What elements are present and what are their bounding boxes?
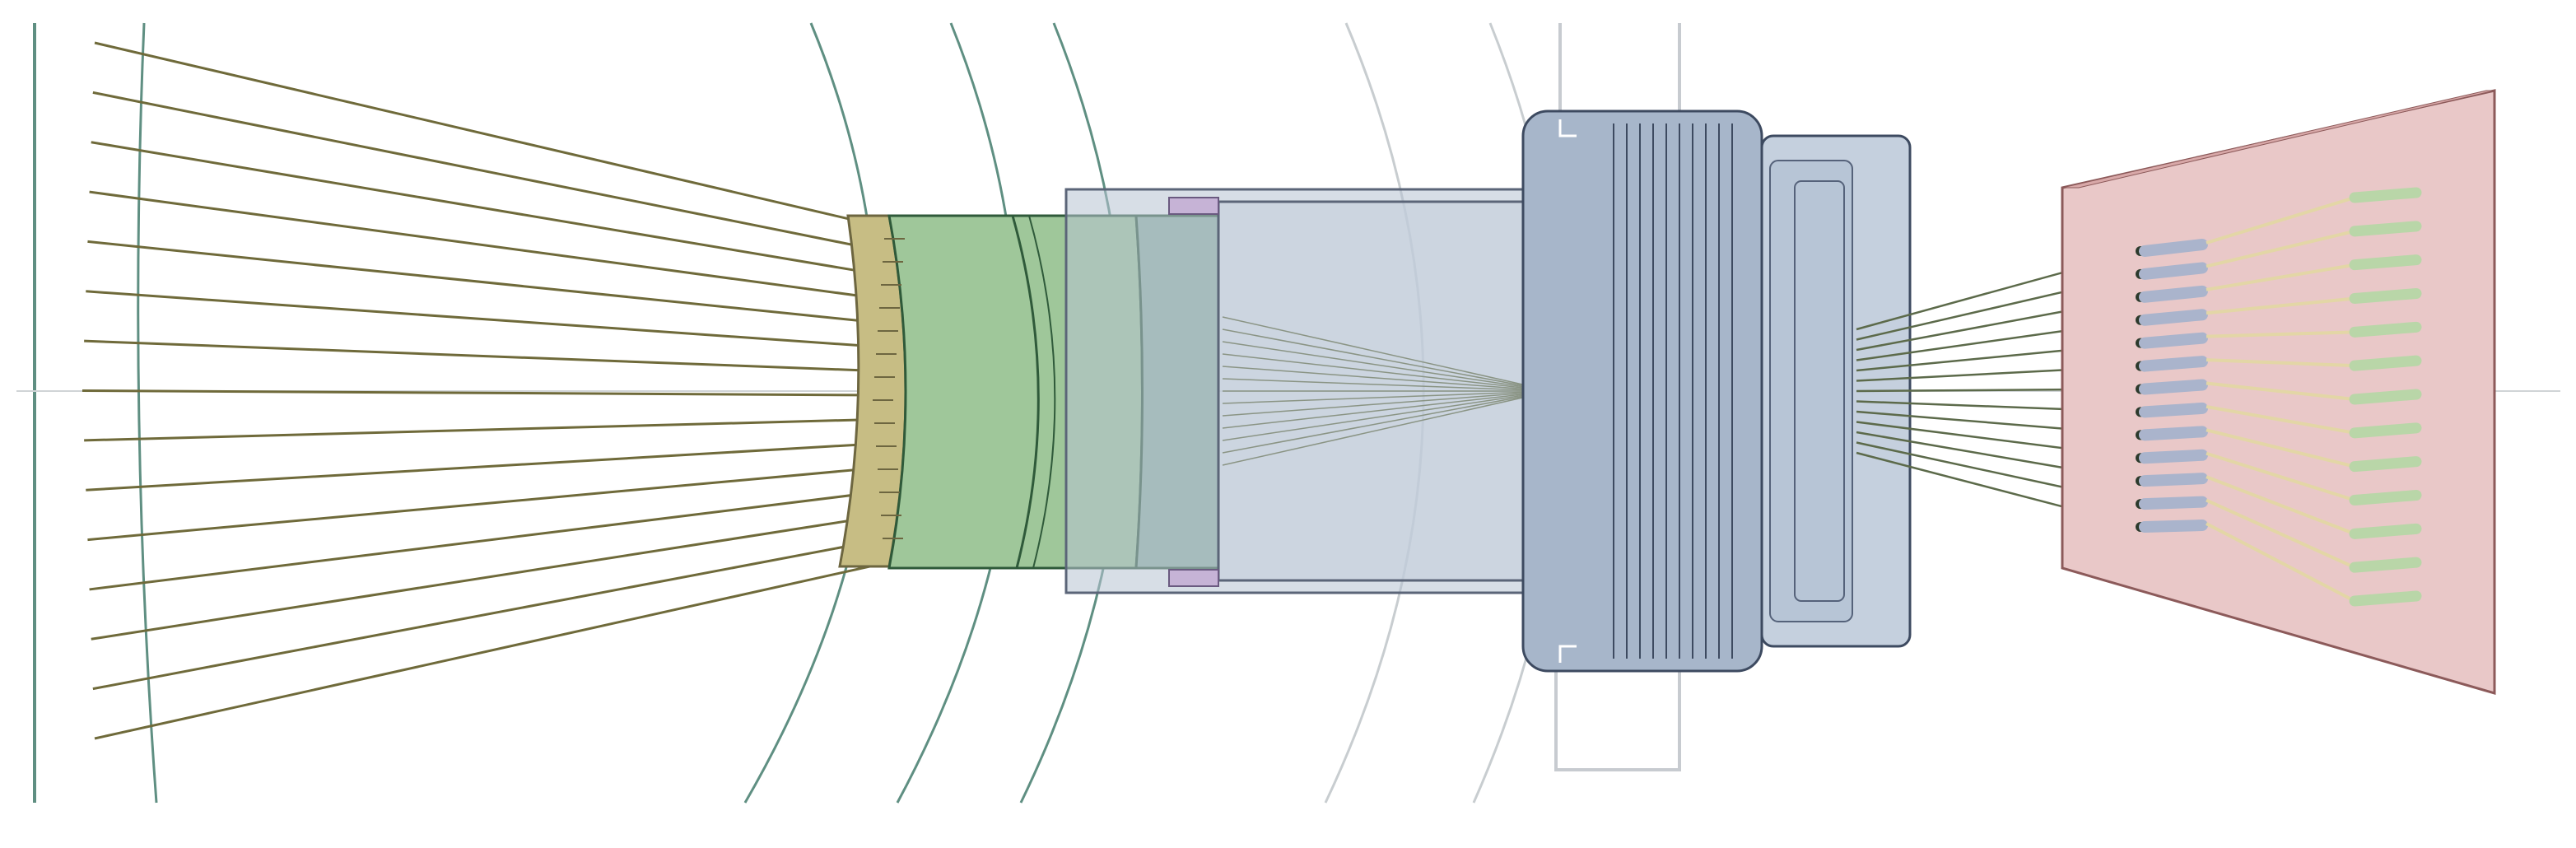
internal-ray	[1222, 390, 1553, 454]
incoming-ray	[84, 417, 882, 442]
fiber	[2206, 229, 2355, 268]
incoming-ray	[91, 141, 882, 277]
ferrule	[2139, 285, 2208, 303]
lens-barrel	[1064, 188, 1595, 594]
incoming-ray	[89, 490, 882, 591]
internal-ray	[1222, 378, 1553, 392]
clip-top	[1558, 119, 1577, 137]
internal-ray	[1222, 390, 1553, 441]
fiber	[2206, 404, 2355, 435]
internal-ray	[1222, 316, 1553, 392]
lens-interface-line	[1011, 215, 1040, 569]
incoming-ray	[87, 466, 882, 542]
fiber-end	[2349, 456, 2422, 473]
fiber	[2206, 381, 2355, 401]
ferrule	[2139, 262, 2208, 280]
ferrule	[2139, 356, 2208, 372]
incoming-ray	[91, 514, 882, 641]
mount-bracket-bottom	[1554, 642, 1681, 771]
incoming-rays	[82, 41, 882, 740]
fiber	[2206, 358, 2355, 368]
fiber-array-board	[2061, 89, 2496, 695]
housing-body	[1521, 109, 1763, 673]
fiber-end	[2349, 557, 2422, 573]
fiber-end	[2349, 490, 2422, 506]
incoming-ray	[86, 290, 882, 348]
fiber	[2206, 498, 2355, 569]
fiber-end	[2349, 523, 2422, 539]
ferrule	[2139, 309, 2208, 326]
internal-ray	[1222, 390, 1553, 466]
clip-bottom	[1558, 645, 1577, 663]
fiber-board-edge	[2061, 90, 2495, 189]
incoming-ray	[86, 442, 882, 492]
incoming-ray	[94, 562, 882, 740]
fiber-end	[2349, 288, 2422, 304]
ferrule	[2139, 332, 2208, 349]
internal-ray	[1222, 390, 1553, 404]
internal-ray	[1222, 328, 1553, 392]
fiber-end	[2349, 422, 2422, 439]
incoming-ray	[87, 240, 882, 324]
fiber-end	[2349, 187, 2422, 203]
internal-ray	[1222, 341, 1553, 392]
internal-ray	[1222, 390, 1553, 417]
incoming-ray	[92, 538, 882, 691]
retainer-ring-bottom	[1168, 569, 1219, 587]
internal-ray	[1222, 390, 1553, 429]
fiber-end	[2349, 254, 2422, 271]
ferrule	[2139, 239, 2208, 257]
lens-interface-line	[1028, 215, 1056, 569]
incoming-ray	[92, 91, 882, 252]
ferrule	[2139, 520, 2208, 533]
connector-housing	[1521, 109, 1912, 673]
internal-ray	[1222, 353, 1553, 392]
fiber	[2206, 330, 2355, 338]
ferrule	[2139, 449, 2208, 464]
fiber	[2206, 196, 2355, 245]
fiber-end	[2349, 590, 2422, 607]
fiber	[2206, 296, 2355, 315]
retainer-ring-top	[1168, 197, 1219, 215]
ferrule	[2139, 496, 2208, 510]
incoming-ray	[89, 190, 882, 301]
internal-ray	[1222, 366, 1553, 392]
incoming-ray	[94, 41, 882, 228]
fiber-end	[2349, 389, 2422, 405]
fiber-end	[2349, 321, 2422, 338]
fiber	[2206, 428, 2355, 468]
incoming-ray	[84, 339, 882, 373]
fiber	[2206, 475, 2355, 536]
ferrule	[2139, 426, 2208, 441]
ferrule	[2139, 379, 2208, 395]
housing-window-inner	[1794, 180, 1845, 602]
guide-arc	[137, 22, 158, 804]
ferrule	[2139, 402, 2208, 418]
ferrule	[2139, 473, 2208, 487]
incoming-ray	[82, 389, 882, 397]
fiber	[2206, 522, 2355, 603]
housing-window	[1769, 160, 1853, 622]
fiber-end	[2349, 221, 2422, 237]
fiber-end	[2349, 355, 2422, 371]
fiber	[2206, 263, 2355, 291]
fiber	[2206, 451, 2355, 502]
